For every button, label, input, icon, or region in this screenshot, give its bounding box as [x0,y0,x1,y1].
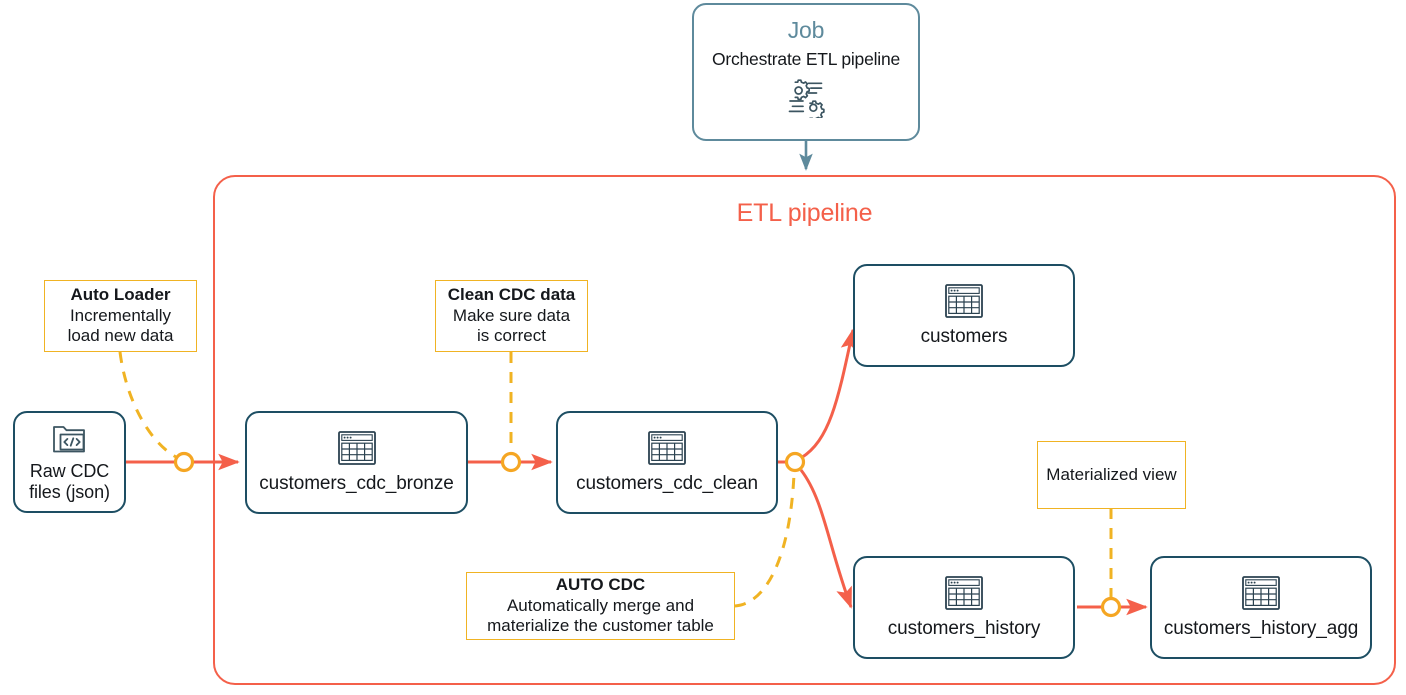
table-icon [336,429,378,467]
gears-workflow-icon [783,78,829,123]
note-materialized-view-line1: Materialized view [1046,464,1177,484]
junction-auto-cdc [784,451,806,473]
note-auto-loader-line2: Incrementally [69,305,172,325]
node-label-raw-line2: files (json) [29,482,110,502]
note-clean-cdc-line1: Clean CDC data [447,285,576,305]
node-raw-cdc-files[interactable]: Raw CDC files (json) [13,411,126,513]
junction-materialized-view [1100,596,1122,618]
node-customers[interactable]: customers [853,264,1075,367]
job-card[interactable]: Job Orchestrate ETL pipeline [692,3,920,141]
folder-code-icon [50,421,90,455]
node-customers-cdc-bronze[interactable]: customers_cdc_bronze [245,411,468,514]
edge-clean-to-customers [800,328,857,460]
job-subtitle: Orchestrate ETL pipeline [711,49,901,69]
table-icon [943,574,985,612]
node-label-customers-cdc-bronze: customers_cdc_bronze [259,473,454,495]
table-icon [943,282,985,320]
node-label-customers: customers [920,326,1008,348]
note-clean-cdc-data: Clean CDC data Make sure data is correct [435,280,588,352]
etl-pipeline-title: ETL pipeline [736,199,873,227]
node-customers-cdc-clean[interactable]: customers_cdc_clean [556,411,778,514]
note-auto-cdc: AUTO CDC Automatically merge and materia… [466,572,735,640]
leader-auto-cdc [734,473,796,608]
table-icon [1240,574,1282,612]
node-label-raw-line1: Raw CDC [29,461,110,482]
note-clean-cdc-line3: is correct [477,326,546,346]
job-title: Job [787,17,825,43]
node-label-customers-cdc-clean: customers_cdc_clean [576,473,758,495]
leader-auto-loader [118,351,179,460]
edge-clean-to-customers-history [799,469,853,609]
junction-auto-loader [173,451,195,473]
note-auto-cdc-line1: AUTO CDC [555,575,646,595]
table-icon [646,429,688,467]
note-materialized-view: Materialized view [1037,441,1186,509]
note-auto-loader: Auto Loader Incrementally load new data [44,280,197,352]
note-auto-cdc-line2: Automatically merge and [506,595,695,615]
junction-clean-cdc [500,451,522,473]
note-auto-loader-line1: Auto Loader [70,285,171,305]
note-clean-cdc-line2: Make sure data [452,305,571,325]
note-auto-cdc-line3: materialize the customer table [487,616,714,636]
note-auto-loader-line3: load new data [67,326,174,346]
node-customers-history-agg[interactable]: customers_history_agg [1150,556,1372,659]
etl-pipeline-container [213,175,1396,685]
node-label-customers-history: customers_history [887,618,1041,640]
node-label-customers-history-agg: customers_history_agg [1163,618,1359,640]
node-customers-history[interactable]: customers_history [853,556,1075,659]
